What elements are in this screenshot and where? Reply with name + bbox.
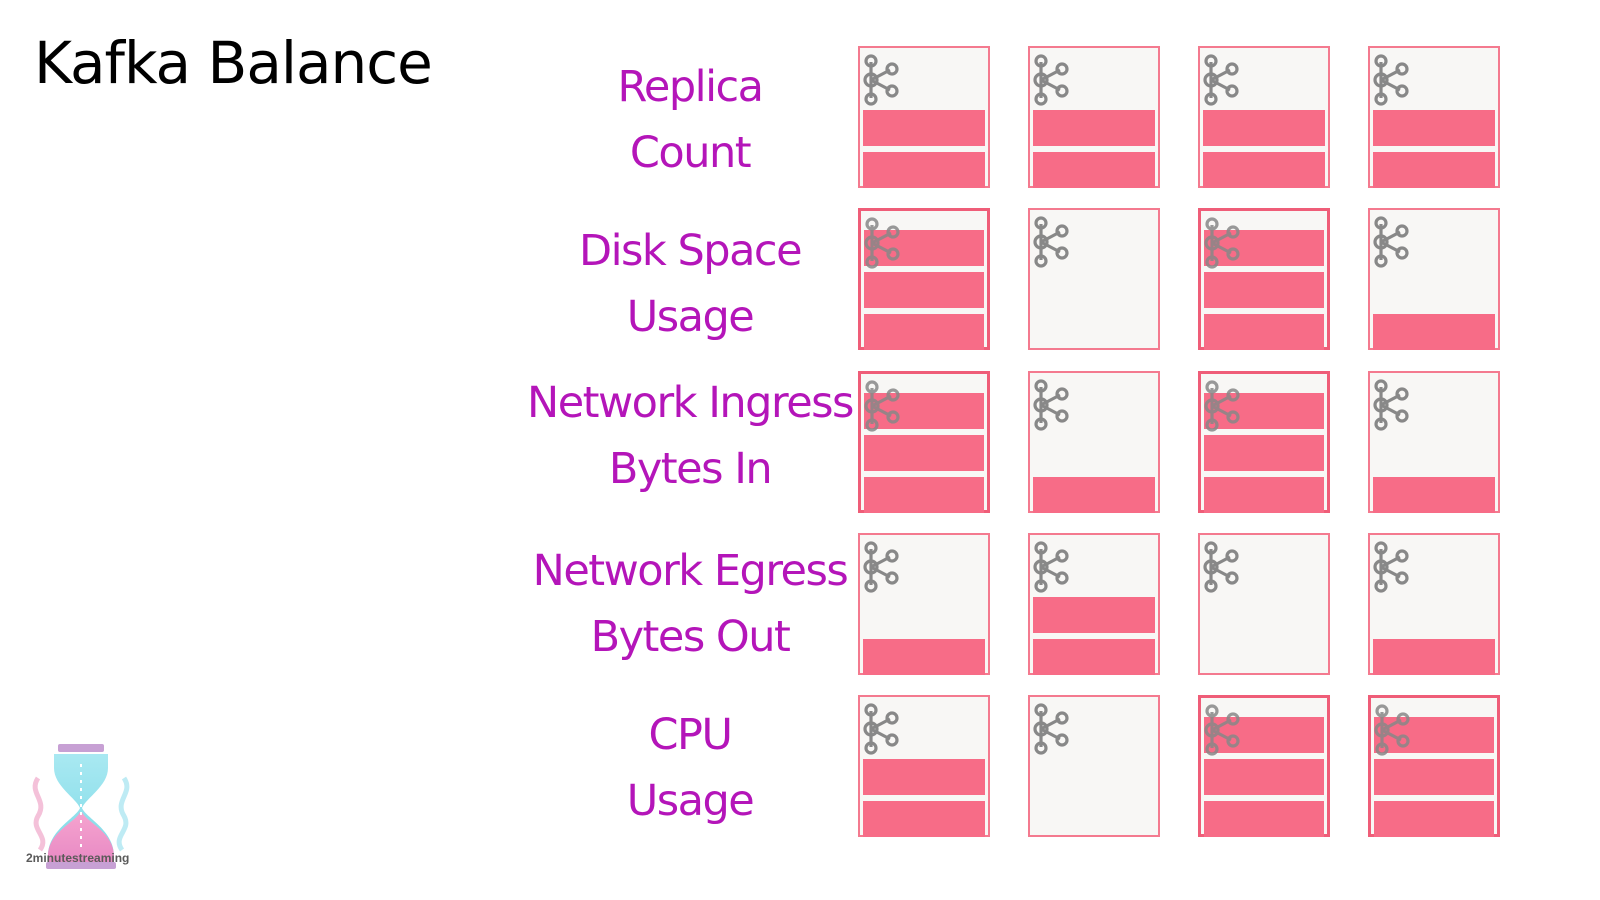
metric-label-line1: Network Ingress <box>527 378 854 428</box>
kafka-icon <box>863 541 899 593</box>
metric-label-line2: Usage <box>626 776 755 826</box>
kafka-icon <box>1204 217 1240 269</box>
kafka-icon <box>1374 704 1410 756</box>
kafka-icon <box>1373 379 1409 431</box>
load-bar <box>1204 314 1324 350</box>
metric-label-line1: Disk Space <box>578 226 803 276</box>
kafka-icon <box>1033 703 1069 755</box>
metric-label-line2: Bytes Out <box>590 612 791 662</box>
broker-box <box>1368 46 1500 188</box>
broker-box <box>1198 371 1330 513</box>
load-bar <box>1204 759 1324 795</box>
load-bar <box>1033 597 1155 633</box>
load-bar <box>864 477 984 513</box>
load-bar <box>1374 801 1494 837</box>
kafka-icon <box>1373 541 1409 593</box>
metric-label: CPU Usage <box>520 702 860 834</box>
load-bar <box>1033 110 1155 146</box>
kafka-icon <box>863 54 899 106</box>
broker-box <box>1028 371 1160 513</box>
broker-box <box>1198 208 1330 350</box>
load-bar <box>1373 477 1495 513</box>
metric-label-line1: Replica <box>617 62 764 112</box>
broker-box <box>1368 533 1500 675</box>
broker-box <box>1028 208 1160 350</box>
metric-label-line2: Bytes In <box>608 444 773 494</box>
hourglass-icon <box>32 744 130 869</box>
load-bar <box>1203 152 1325 188</box>
kafka-icon <box>1203 541 1239 593</box>
broker-box <box>858 46 990 188</box>
metric-label-line1: Network Egress <box>532 546 849 596</box>
broker-box <box>858 208 990 350</box>
brand-name: 2minutestreaming <box>26 851 130 865</box>
broker-box <box>1368 371 1500 513</box>
broker-box <box>1368 208 1500 350</box>
load-bar <box>863 759 985 795</box>
load-bar <box>1373 152 1495 188</box>
metric-label-line1: CPU <box>648 710 733 760</box>
load-bar <box>1204 272 1324 308</box>
load-bar <box>1204 801 1324 837</box>
kafka-icon <box>1033 541 1069 593</box>
broker-box <box>1198 533 1330 675</box>
broker-box <box>858 371 990 513</box>
kafka-icon <box>1203 54 1239 106</box>
load-bar <box>1204 477 1324 513</box>
kafka-icon <box>1033 216 1069 268</box>
broker-box <box>1368 695 1500 837</box>
kafka-icon <box>1373 54 1409 106</box>
load-bar <box>1033 152 1155 188</box>
kafka-icon <box>863 703 899 755</box>
broker-box <box>1028 533 1160 675</box>
load-bar <box>1374 759 1494 795</box>
broker-box <box>1198 695 1330 837</box>
kafka-icon <box>1033 379 1069 431</box>
load-bar <box>863 110 985 146</box>
load-bar <box>863 801 985 837</box>
load-bar <box>1373 639 1495 675</box>
kafka-icon <box>864 380 900 432</box>
broker-box <box>1028 695 1160 837</box>
load-bar <box>1033 639 1155 675</box>
kafka-icon <box>1204 380 1240 432</box>
load-bar <box>1373 314 1495 350</box>
broker-box <box>1198 46 1330 188</box>
metric-label-line2: Count <box>629 128 752 178</box>
page-title: Kafka Balance <box>34 29 433 97</box>
broker-box <box>858 533 990 675</box>
kafka-icon <box>1033 54 1069 106</box>
load-bar <box>1204 435 1324 471</box>
load-bar <box>864 314 984 350</box>
load-bar <box>1373 110 1495 146</box>
load-bar <box>1033 477 1155 513</box>
kafka-icon <box>1373 216 1409 268</box>
kafka-icon <box>1204 704 1240 756</box>
broker-box <box>858 695 990 837</box>
broker-box <box>1028 46 1160 188</box>
load-bar <box>864 435 984 471</box>
load-bar <box>863 639 985 675</box>
load-bar <box>863 152 985 188</box>
kafka-icon <box>864 217 900 269</box>
load-bar <box>1203 110 1325 146</box>
metric-label-line2: Usage <box>626 292 755 342</box>
load-bar <box>864 272 984 308</box>
